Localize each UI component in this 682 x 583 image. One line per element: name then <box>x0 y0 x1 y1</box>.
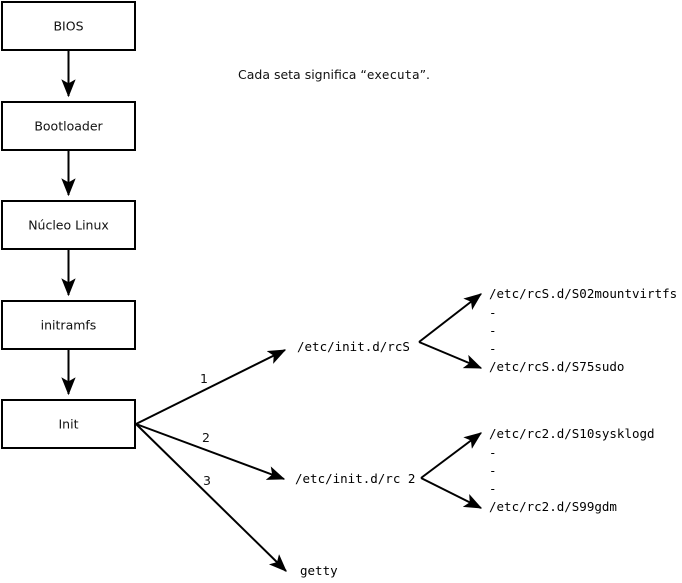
arrow-init-branch-3 <box>135 423 287 572</box>
legend-note-mono: executa <box>367 67 420 82</box>
label-rcs-ellipsis-2: - <box>489 323 497 338</box>
box-rect-bootloader <box>1 101 136 151</box>
box-label-bios: BIOS <box>53 19 83 34</box>
box-label-bootloader: Bootloader <box>34 119 103 134</box>
legend-note-prefix: Cada seta significa “ <box>238 67 367 82</box>
arrow-number-3: 3 <box>203 473 211 488</box>
label-rc2-last-script: /etc/rc2.d/S99gdm <box>489 499 617 514</box>
label-init-d-rcs: /etc/init.d/rcS <box>297 339 410 354</box>
box-label-initramfs: initramfs <box>41 318 97 333</box>
label-rcs-ellipsis-3: - <box>489 341 497 356</box>
box-label-init: Init <box>59 417 79 432</box>
label-rcs-last-script: /etc/rcS.d/S75sudo <box>489 359 624 374</box>
box-rect-bios <box>1 1 136 51</box>
box-bios: BIOS <box>1 1 136 51</box>
label-rcs-ellipsis-1: - <box>489 305 497 320</box>
label-rc2-ellipsis-2: - <box>489 463 497 478</box>
arrow-number-2: 2 <box>202 430 210 445</box>
box-rect-init <box>1 399 136 449</box>
label-init-d-rc2: /etc/init.d/rc 2 <box>295 471 415 486</box>
box-label-kernel: Núcleo Linux <box>28 218 109 233</box>
legend-note-suffix: ”. <box>420 67 430 82</box>
box-init: Init <box>1 399 136 449</box>
box-bootloader: Bootloader <box>1 101 136 151</box>
arrow-rcs-to-last-script <box>418 341 483 369</box>
box-rect-initramfs <box>1 300 136 350</box>
label-rcs-first-script: /etc/rcS.d/S02mountvirtfs <box>489 286 677 301</box>
label-rc2-ellipsis-1: - <box>489 445 497 460</box>
arrow-rc2-to-last-script <box>420 477 483 509</box>
label-getty: getty <box>300 563 338 578</box>
arrow-init-branch-1 <box>135 349 287 425</box>
arrow-rcs-to-first-script <box>418 293 482 343</box>
arrow-init-branch-2 <box>135 423 286 480</box>
box-kernel: Núcleo Linux <box>1 200 136 250</box>
label-rc2-ellipsis-3: - <box>489 481 497 496</box>
arrow-rc2-to-first-script <box>420 432 482 479</box>
box-initramfs: initramfs <box>1 300 136 350</box>
arrow-number-1: 1 <box>200 371 208 386</box>
legend-note: Cada seta significa “executa”. <box>238 67 430 82</box>
label-rc2-first-script: /etc/rc2.d/S10sysklogd <box>489 426 655 441</box>
